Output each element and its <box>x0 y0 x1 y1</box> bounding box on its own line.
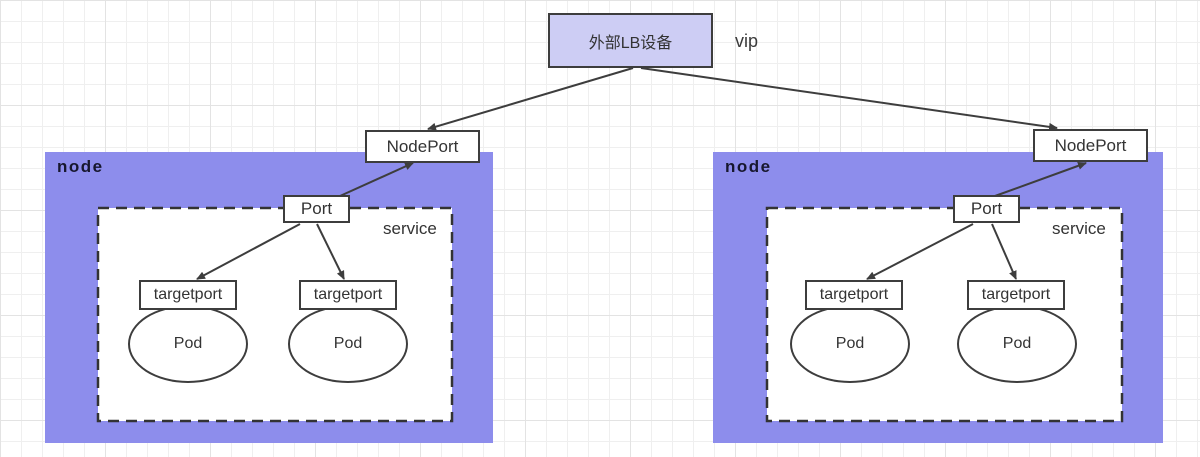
targetport-box: targetport <box>967 280 1065 310</box>
nodeport-label: NodePort <box>1054 135 1127 155</box>
pod-ellipse: Pod <box>957 305 1077 383</box>
connector-port-to-nodeport-right <box>994 161 1087 197</box>
port-label: Port <box>970 199 1003 218</box>
targetport-box: targetport <box>139 280 237 310</box>
connector-port-to-nodeport-left <box>339 162 414 197</box>
targetport-label: targetport <box>313 286 383 303</box>
connector-port-to-targetport-right-1 <box>866 223 974 280</box>
vip-label: vip <box>735 31 759 51</box>
connector-port-to-targetport-left-2 <box>316 223 345 280</box>
lb-device-label: 外部LB设备 <box>588 34 673 52</box>
pod-ellipse: Pod <box>288 305 408 383</box>
targetport-box: targetport <box>805 280 903 310</box>
port-box-right: Port <box>953 195 1020 223</box>
lb-device-box: 外部LB设备 <box>548 13 713 68</box>
pod-label: Pod <box>835 335 865 352</box>
connector-lb-to-nodeport-right <box>640 67 1058 131</box>
targetport-label: targetport <box>153 286 223 303</box>
targetport-label: targetport <box>981 286 1051 303</box>
port-label: Port <box>300 199 333 218</box>
service-label-right: service <box>1052 219 1106 238</box>
pod-label: Pod <box>333 335 363 352</box>
node-label: node <box>725 157 772 176</box>
pod-label: Pod <box>173 335 203 352</box>
pod-ellipse: Pod <box>790 305 910 383</box>
nodeport-box-left: NodePort <box>365 130 480 163</box>
connector-lb-to-nodeport-left <box>427 67 634 131</box>
targetport-box: targetport <box>299 280 397 310</box>
pod-label: Pod <box>1002 335 1032 352</box>
pod-ellipse: Pod <box>128 305 248 383</box>
targetport-label: targetport <box>819 286 889 303</box>
node-label: node <box>57 157 104 176</box>
service-label-left: service <box>383 219 437 238</box>
connector-port-to-targetport-right-2 <box>991 223 1017 280</box>
port-box-left: Port <box>283 195 350 223</box>
nodeport-label: NodePort <box>386 136 459 156</box>
connector-port-to-targetport-left-1 <box>196 223 301 280</box>
nodeport-box-right: NodePort <box>1033 129 1148 162</box>
